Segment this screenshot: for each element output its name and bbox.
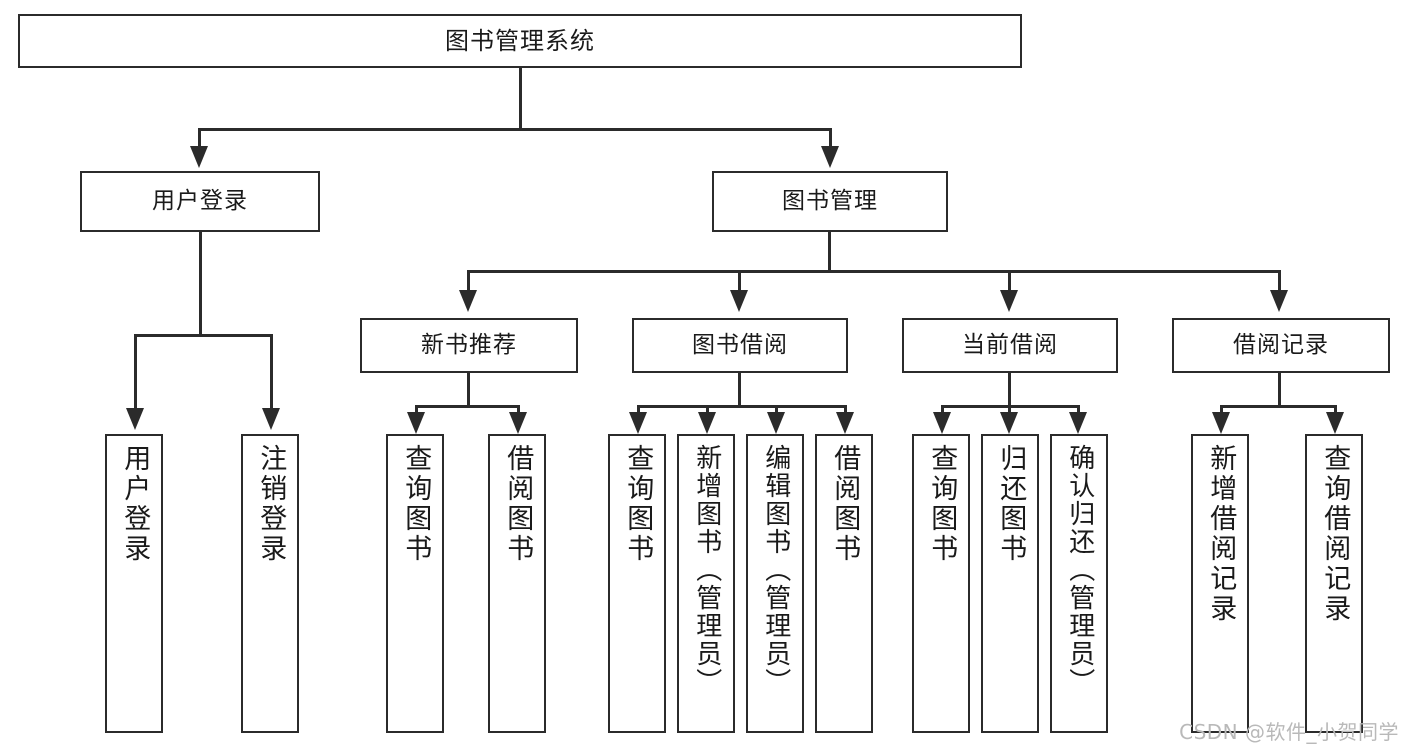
node-book-borrow[interactable]: 图书借阅	[632, 318, 848, 373]
connector-tier3-drop-3	[1008, 270, 1011, 292]
leaf-borrow-edit-book[interactable]: 编辑图书（管理员）	[746, 434, 804, 733]
connector-user-login-bus	[134, 334, 273, 337]
arrow-to-current-query-book	[933, 412, 951, 434]
node-borrow-record[interactable]: 借阅记录	[1172, 318, 1390, 373]
arrow-to-borrow-edit-book	[767, 412, 785, 434]
connector-recommend-bus	[415, 405, 520, 408]
leaf-recommend-query-book[interactable]: 查询图书	[386, 434, 444, 733]
arrow-to-borrow-query-book	[629, 412, 647, 434]
arrow-to-book-management	[821, 146, 839, 168]
connector-record-drop-1	[1220, 405, 1223, 417]
connector-user-login-drop-1	[134, 334, 137, 410]
connector-record-stem	[1278, 373, 1281, 407]
leaf-label: 查询图书	[926, 444, 958, 564]
leaf-label: 确认归还（管理员）	[1064, 444, 1095, 696]
arrow-to-record-query-record	[1326, 412, 1344, 434]
arrow-to-user-login	[190, 146, 208, 168]
leaf-label: 新增借阅记录	[1205, 444, 1237, 624]
arrow-to-borrow-add-book	[698, 412, 716, 434]
connector-recommend-drop-2	[517, 405, 520, 417]
arrow-to-logout	[262, 408, 280, 430]
connector-recommend-stem	[467, 373, 470, 407]
leaf-user-login[interactable]: 用户登录	[105, 434, 163, 733]
node-book-management[interactable]: 图书管理	[712, 171, 948, 232]
leaf-record-add-record[interactable]: 新增借阅记录	[1191, 434, 1249, 733]
connector-record-bus	[1220, 405, 1337, 408]
leaf-label: 注销登录	[255, 444, 287, 564]
connector-current-drop-2	[1008, 405, 1011, 417]
node-label: 图书管理系统	[445, 26, 595, 55]
connector-recommend-drop-1	[415, 405, 418, 417]
connector-tier2-bus	[198, 128, 832, 131]
connector-borrow-drop-1	[637, 405, 640, 417]
connector-tier3-drop-4	[1278, 270, 1281, 292]
arrow-to-borrow-record	[1270, 290, 1288, 312]
leaf-record-query-record[interactable]: 查询借阅记录	[1305, 434, 1363, 733]
leaf-recommend-borrow-book[interactable]: 借阅图书	[488, 434, 546, 733]
arrow-to-record-add-record	[1212, 412, 1230, 434]
arrow-to-borrow-borrow-book	[836, 412, 854, 434]
connector-tier2-drop-right	[829, 128, 832, 148]
arrow-to-recommend-borrow-book	[509, 412, 527, 434]
arrow-to-current-return-book	[1000, 412, 1018, 434]
connector-current-stem	[1008, 373, 1011, 407]
connector-tier3-drop-1	[467, 270, 470, 292]
leaf-label: 用户登录	[119, 444, 151, 564]
node-label: 当前借阅	[962, 331, 1058, 358]
leaf-borrow-borrow-book[interactable]: 借阅图书	[815, 434, 873, 733]
leaf-borrow-add-book[interactable]: 新增图书（管理员）	[677, 434, 735, 733]
connector-book-management-stem	[828, 232, 831, 272]
arrow-to-current-confirm-return	[1069, 412, 1087, 434]
connector-borrow-stem	[738, 373, 741, 407]
connector-user-login-stem	[199, 232, 202, 336]
node-new-book-recommend[interactable]: 新书推荐	[360, 318, 578, 373]
node-book-management-system[interactable]: 图书管理系统	[18, 14, 1022, 68]
leaf-label: 编辑图书（管理员）	[760, 444, 791, 696]
leaf-label: 借阅图书	[829, 444, 861, 564]
connector-tier3-drop-2	[738, 270, 741, 292]
arrow-to-recommend-query-book	[407, 412, 425, 434]
leaf-current-return-book[interactable]: 归还图书	[981, 434, 1039, 733]
connector-tier2-drop-left	[198, 128, 201, 148]
node-current-borrow[interactable]: 当前借阅	[902, 318, 1118, 373]
connector-root-stem	[519, 68, 522, 130]
leaf-borrow-query-book[interactable]: 查询图书	[608, 434, 666, 733]
connector-tier3-bus	[467, 270, 1281, 273]
connector-borrow-drop-4	[844, 405, 847, 417]
connector-user-login-drop-2	[270, 334, 273, 410]
leaf-user-logout[interactable]: 注销登录	[241, 434, 299, 733]
leaf-current-query-book[interactable]: 查询图书	[912, 434, 970, 733]
node-label: 借阅记录	[1233, 331, 1329, 358]
leaf-current-confirm-return[interactable]: 确认归还（管理员）	[1050, 434, 1108, 733]
leaf-label: 新增图书（管理员）	[691, 444, 722, 696]
leaf-label: 归还图书	[995, 444, 1027, 564]
connector-borrow-drop-3	[775, 405, 778, 417]
csdn-watermark: CSDN @软件_小贺同学	[1179, 720, 1399, 744]
connector-current-drop-1	[941, 405, 944, 417]
node-user-login[interactable]: 用户登录	[80, 171, 320, 232]
arrow-to-book-borrow	[730, 290, 748, 312]
node-label: 用户登录	[152, 187, 248, 214]
arrow-to-new-book-recommend	[459, 290, 477, 312]
node-label: 新书推荐	[421, 331, 517, 358]
connector-record-drop-2	[1334, 405, 1337, 417]
connector-borrow-drop-2	[706, 405, 709, 417]
node-label: 图书借阅	[692, 331, 788, 358]
leaf-label: 查询图书	[400, 444, 432, 564]
leaf-label: 查询图书	[622, 444, 654, 564]
node-label: 图书管理	[782, 187, 878, 214]
leaf-label: 查询借阅记录	[1319, 444, 1351, 624]
arrow-to-login	[126, 408, 144, 430]
leaf-label: 借阅图书	[502, 444, 534, 564]
connector-current-drop-3	[1077, 405, 1080, 417]
connector-borrow-bus	[637, 405, 847, 408]
arrow-to-current-borrow	[1000, 290, 1018, 312]
